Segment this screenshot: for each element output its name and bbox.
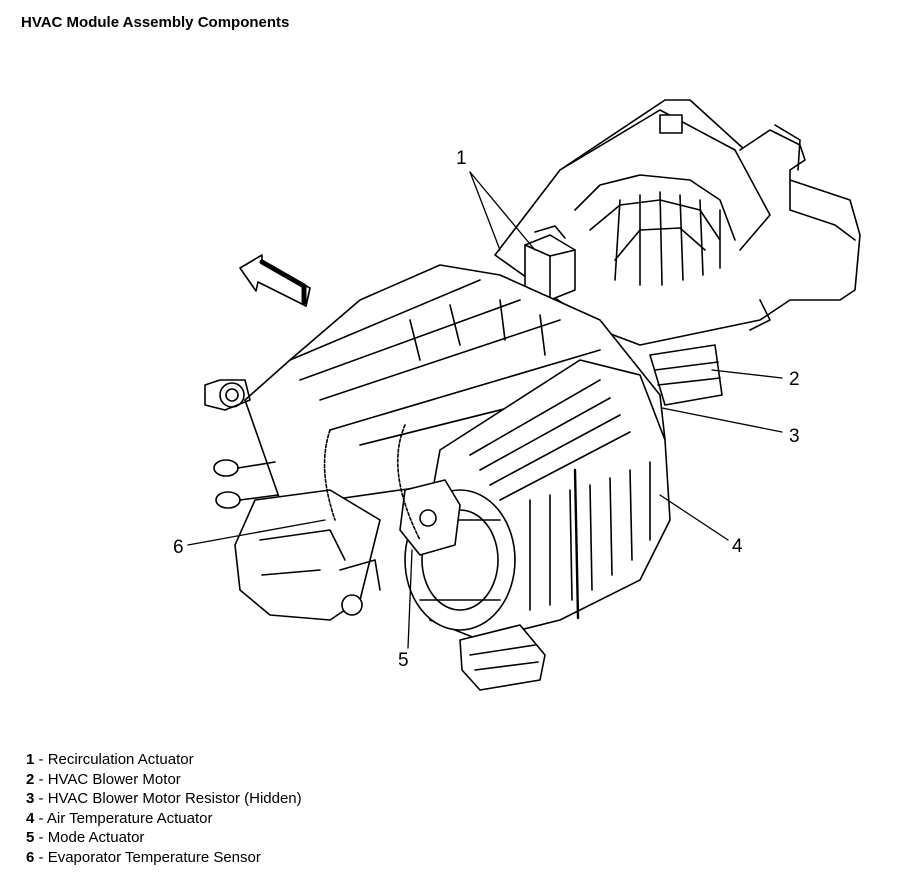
legend-item: 2 - HVAC Blower Motor (26, 770, 181, 788)
legend-item: 1 - Recirculation Actuator (26, 751, 194, 768)
evaporator-sensor (323, 424, 421, 541)
blower-housing (494, 99, 861, 346)
legend-item: 5 - Mode Actuator (26, 829, 145, 846)
direction-arrow-icon (239, 254, 311, 307)
legend-item: 4 - Air Temperature Actuator (26, 809, 213, 827)
callout-6: 6 (173, 537, 184, 558)
mode-actuator (399, 479, 461, 556)
callout-2: 2 (789, 369, 800, 390)
leader-lines (187, 171, 783, 649)
callout-5: 5 (398, 650, 409, 671)
callout-3: 3 (789, 426, 800, 447)
lower-case (234, 489, 381, 621)
callout-1: 1 (456, 148, 467, 169)
legend-item: 6 - Evaporator Temperature Sensor (26, 848, 261, 866)
hvac-module-illustration: 1 2 3 4 5 6 (173, 99, 861, 691)
page-title: HVAC Module Assembly Components (21, 14, 290, 31)
heater-case (404, 359, 671, 691)
legend-item: 3 - HVAC Blower Motor Resistor (Hidden) (26, 790, 302, 807)
callout-4: 4 (732, 536, 743, 557)
blower-motor (649, 344, 723, 406)
legend: 1 - Recirculation Actuator 2 - HVAC Blow… (26, 750, 302, 867)
